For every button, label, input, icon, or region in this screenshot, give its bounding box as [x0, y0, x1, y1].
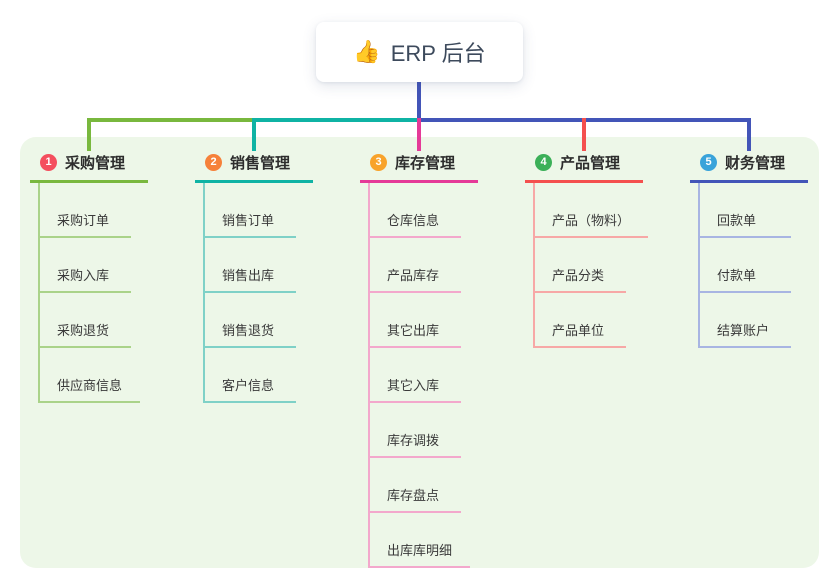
branch-item: 其它入库: [370, 348, 470, 403]
branch-item-label[interactable]: 产品分类: [535, 265, 626, 293]
branch-label: 产品管理: [560, 155, 621, 172]
branch-item: 出库库明细: [370, 513, 471, 568]
branch-node-销售管理: 2 销售管理 销售订单销售出库销售退货客户信息: [195, 146, 313, 403]
branch-node-财务管理: 5 财务管理 回款单付款单结算账户: [690, 146, 808, 348]
drop-connector-branch-4: [582, 118, 586, 151]
drop-connector-branch-2: [252, 118, 256, 151]
branch-item-label[interactable]: 仓库信息: [370, 210, 461, 238]
branch-item-label[interactable]: 回款单: [700, 210, 791, 238]
branch-item: 采购订单: [40, 183, 140, 238]
branch-item-label[interactable]: 采购入库: [40, 265, 131, 293]
branch-header[interactable]: 3 库存管理: [360, 146, 478, 183]
branch-node-产品管理: 4 产品管理 产品（物料） 产品分类产品单位: [525, 146, 649, 348]
branch-item-label[interactable]: 库存调拨: [370, 430, 461, 458]
branch-items: 仓库信息产品库存其它出库其它入库库存调拨库存盘点出库库明细: [368, 183, 471, 568]
branch-node-采购管理: 1 采购管理 采购订单采购入库采购退货供应商信息: [30, 146, 148, 403]
branch-header[interactable]: 4 产品管理: [525, 146, 643, 183]
branch-item-label[interactable]: 结算账户: [700, 320, 791, 348]
drop-connector-branch-5: [747, 118, 751, 151]
branch-item-label[interactable]: 出库库明细: [370, 540, 471, 568]
branch-header[interactable]: 5 财务管理: [690, 146, 808, 183]
root-node-label: ERP 后台: [390, 41, 486, 66]
branch-item-label[interactable]: 其它出库: [370, 320, 461, 348]
branch-item: 采购退货: [40, 293, 140, 348]
branch-item-label[interactable]: 销售订单: [205, 210, 296, 238]
branch-item-label[interactable]: 销售退货: [205, 320, 296, 348]
branch-label: 财务管理: [725, 155, 786, 172]
branch-items: 回款单付款单结算账户: [698, 183, 791, 348]
thumbs-up-icon: 👍: [353, 39, 381, 64]
branch-item-label[interactable]: 库存盘点: [370, 485, 461, 513]
horizontal-connector-branch-1: [87, 118, 256, 122]
branch-label: 采购管理: [65, 155, 126, 172]
branch-item: 库存盘点: [370, 458, 470, 513]
branch-item: 库存调拨: [370, 403, 470, 458]
branch-item-label[interactable]: 产品单位: [535, 320, 626, 348]
branch-item: 仓库信息: [370, 183, 470, 238]
branch-item: 客户信息: [205, 348, 296, 403]
branch-number-badge: 3: [370, 154, 387, 171]
branch-item: 其它出库: [370, 293, 470, 348]
branches-background-panel: [20, 137, 819, 568]
branch-item: 采购入库: [40, 238, 140, 293]
branch-number-badge: 4: [535, 154, 552, 171]
branch-item: 销售订单: [205, 183, 296, 238]
branch-item: 回款单: [700, 183, 791, 238]
branch-item-label[interactable]: 产品（物料）: [535, 210, 649, 238]
branch-item-label[interactable]: 采购退货: [40, 320, 131, 348]
horizontal-connector-branch-2: [252, 118, 421, 122]
branch-items: 采购订单采购入库采购退货供应商信息: [38, 183, 141, 403]
branch-label: 库存管理: [395, 155, 456, 172]
branch-item: 结算账户: [700, 293, 791, 348]
branch-items: 产品（物料） 产品分类产品单位: [533, 183, 649, 348]
branch-item: 销售退货: [205, 293, 296, 348]
branch-item: 产品（物料）: [535, 183, 649, 238]
branch-item-label[interactable]: 产品库存: [370, 265, 461, 293]
branch-label: 销售管理: [230, 155, 291, 172]
branch-items: 销售订单销售出库销售退货客户信息: [203, 183, 296, 403]
branch-item: 付款单: [700, 238, 791, 293]
branch-item-label[interactable]: 付款单: [700, 265, 791, 293]
branch-number-badge: 1: [40, 154, 57, 171]
branch-item-label[interactable]: 客户信息: [205, 375, 296, 403]
branch-item: 销售出库: [205, 238, 296, 293]
branch-item-label[interactable]: 销售出库: [205, 265, 296, 293]
branch-item: 产品单位: [535, 293, 648, 348]
root-node-erp[interactable]: 👍 ERP 后台: [316, 22, 523, 82]
branch-item-label[interactable]: 供应商信息: [40, 375, 141, 403]
branch-item: 产品库存: [370, 238, 470, 293]
branch-item-label[interactable]: 采购订单: [40, 210, 131, 238]
branch-number-badge: 5: [700, 154, 717, 171]
branch-header[interactable]: 1 采购管理: [30, 146, 148, 183]
branch-item: 供应商信息: [40, 348, 141, 403]
branch-header[interactable]: 2 销售管理: [195, 146, 313, 183]
branch-node-库存管理: 3 库存管理 仓库信息产品库存其它出库其它入库库存调拨库存盘点出库库明细: [360, 146, 478, 568]
root-connector-line: [417, 80, 421, 122]
branch-item: 产品分类: [535, 238, 648, 293]
branch-item-label[interactable]: 其它入库: [370, 375, 461, 403]
drop-connector-branch-1: [87, 118, 91, 151]
drop-connector-branch-3: [417, 118, 421, 151]
branch-number-badge: 2: [205, 154, 222, 171]
